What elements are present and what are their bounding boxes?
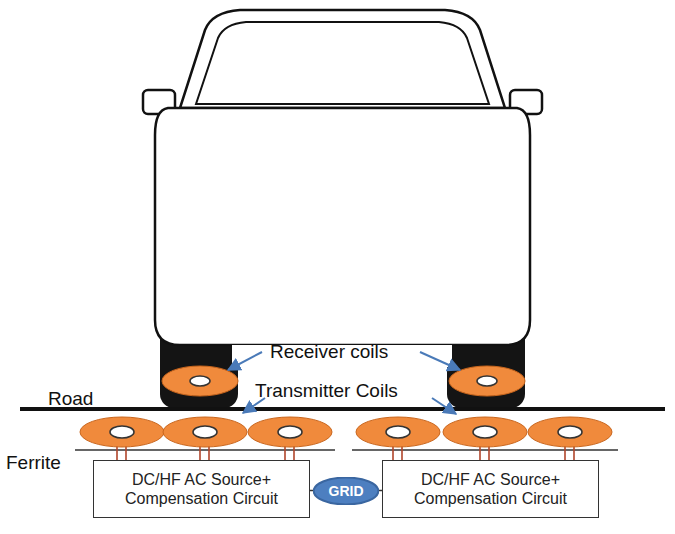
connector: [310, 490, 313, 492]
coil-hole: [193, 426, 217, 438]
box-label: DC/HF AC Source+ Compensation Circuit: [100, 470, 303, 508]
coil-hole: [278, 426, 302, 438]
grid-ellipse: GRID: [313, 477, 379, 505]
road-line: [20, 407, 665, 411]
road-label: Road: [48, 388, 93, 410]
source-box: DC/HF AC Source+ Compensation Circuit: [93, 460, 310, 518]
car-body: [155, 108, 530, 345]
transmitter-coil: [356, 417, 440, 447]
source-box: DC/HF AC Source+ Compensation Circuit: [382, 460, 599, 518]
coil-hole: [477, 376, 497, 386]
coil-hole: [473, 426, 497, 438]
grid-label: GRID: [329, 483, 364, 499]
leader-arrow: [228, 352, 262, 370]
box-label: DC/HF AC Source+ Compensation Circuit: [389, 470, 592, 508]
callout-label: Transmitter Coils: [255, 380, 398, 402]
ferrite-label: Ferrite: [6, 452, 61, 474]
transmitter-coil: [80, 417, 164, 447]
callout-label: Receiver coils: [270, 341, 388, 363]
transmitter-coil: [528, 417, 612, 447]
transmitter-coil: [248, 417, 332, 447]
windshield: [196, 22, 489, 104]
coil-hole: [190, 376, 210, 386]
ferrite-plate: [352, 449, 618, 451]
transmitter-coil: [163, 417, 247, 447]
receiver-coil: [449, 366, 525, 396]
receiver-coil: [162, 366, 238, 396]
coil-hole: [386, 426, 410, 438]
leader-arrow: [432, 398, 456, 414]
ferrite-plate: [75, 449, 335, 451]
coil-hole: [110, 426, 134, 438]
car-cabin: [180, 10, 505, 108]
coil-hole: [558, 426, 582, 438]
leader-arrow: [420, 352, 460, 370]
transmitter-coil: [443, 417, 527, 447]
transmitter-coils: [80, 417, 612, 447]
